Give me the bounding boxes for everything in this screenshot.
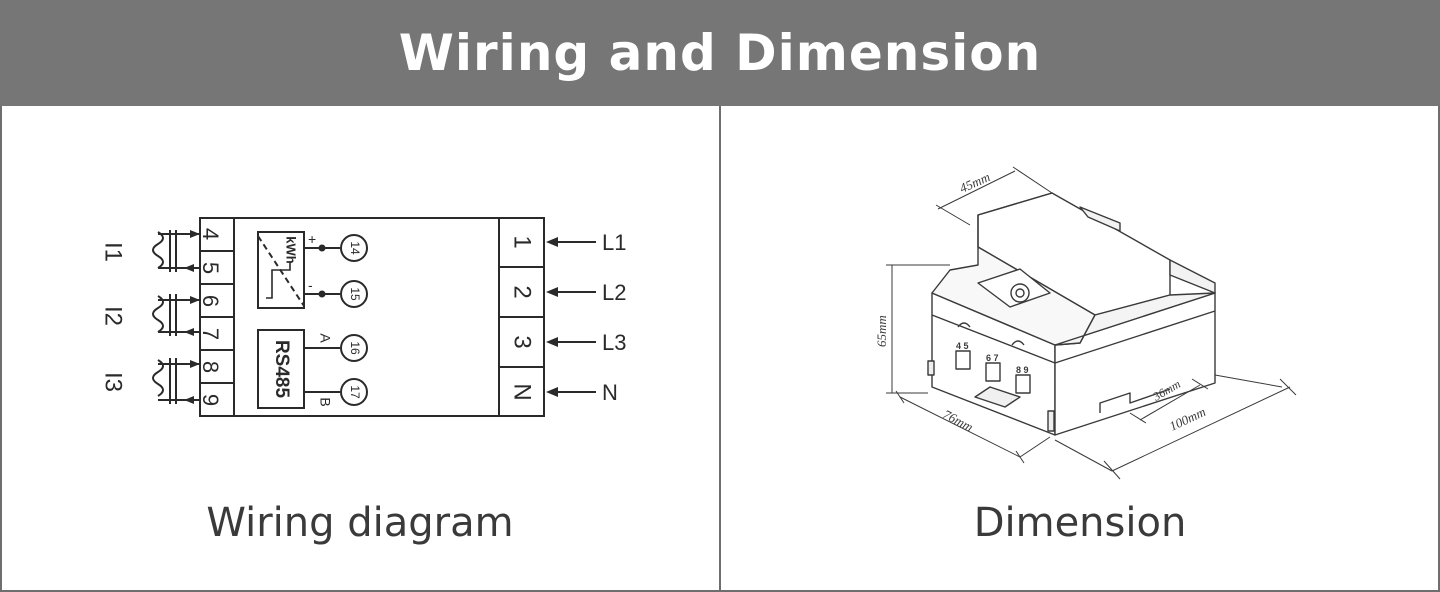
dim-65mm: 65mm (874, 315, 889, 347)
terminal-17: 17 (348, 385, 362, 399)
terminal-9: 9 (198, 394, 223, 406)
rs485-label: RS485 (271, 340, 292, 399)
terminal-15: 15 (348, 287, 362, 301)
wiring-caption: Wiring diagram (206, 500, 514, 546)
terminal-8: 8 (198, 361, 223, 373)
terminal-4: 4 (198, 228, 223, 240)
ct-label-3: I3 (100, 372, 127, 392)
terminal-3: 3 (509, 335, 536, 348)
terminal-2: 2 (509, 285, 536, 298)
page-title: Wiring and Dimension (398, 24, 1042, 82)
line-label-n: N (602, 380, 618, 405)
terminal-17-circle (340, 378, 368, 406)
panel-divider (719, 106, 721, 592)
meter-body (199, 217, 545, 417)
header-bar: Wiring and Dimension (0, 0, 1440, 106)
terminal-6: 6 (198, 295, 223, 307)
kwh-label: kWh (284, 236, 299, 264)
terminal-mark-45: 4 5 (956, 341, 969, 351)
terminal-16: 16 (348, 341, 362, 355)
dimension-drawing: 45mm 65mm 76mm 36mm 100mm 4 5 6 7 8 9 (874, 166, 1297, 480)
terminal-mark-89: 8 9 (1016, 365, 1029, 375)
terminal-14: 14 (348, 241, 362, 255)
comm-a: A (317, 333, 333, 343)
terminal-14-circle (340, 234, 368, 262)
dim-76mm: 76mm (941, 406, 976, 434)
wiring-diagram: 4 5 6 7 8 9 I1 I2 I3 1 2 3 N L1 L2 L3 N … (100, 217, 626, 417)
ct-label-1: I1 (100, 242, 127, 262)
ct-label-2: I2 (100, 306, 127, 326)
line-label-l3: L3 (602, 330, 626, 355)
terminal-5: 5 (198, 262, 223, 274)
kwh-box (257, 231, 305, 309)
terminal-16-circle (340, 334, 368, 362)
terminal-1: 1 (509, 235, 536, 248)
pulse-plus: + (308, 231, 316, 247)
terminal-n: N (509, 383, 536, 400)
terminal-mark-67: 6 7 (986, 353, 999, 363)
line-label-l1: L1 (602, 230, 626, 255)
terminal-15-circle (340, 280, 368, 308)
comm-b: B (317, 397, 333, 406)
rs485-box (257, 329, 305, 409)
terminal-7: 7 (198, 328, 223, 340)
dimension-caption: Dimension (973, 500, 1187, 546)
dim-45mm: 45mm (957, 169, 992, 196)
dim-100mm: 100mm (1167, 404, 1208, 434)
pulse-minus: - (308, 277, 313, 293)
line-label-l2: L2 (602, 280, 626, 305)
